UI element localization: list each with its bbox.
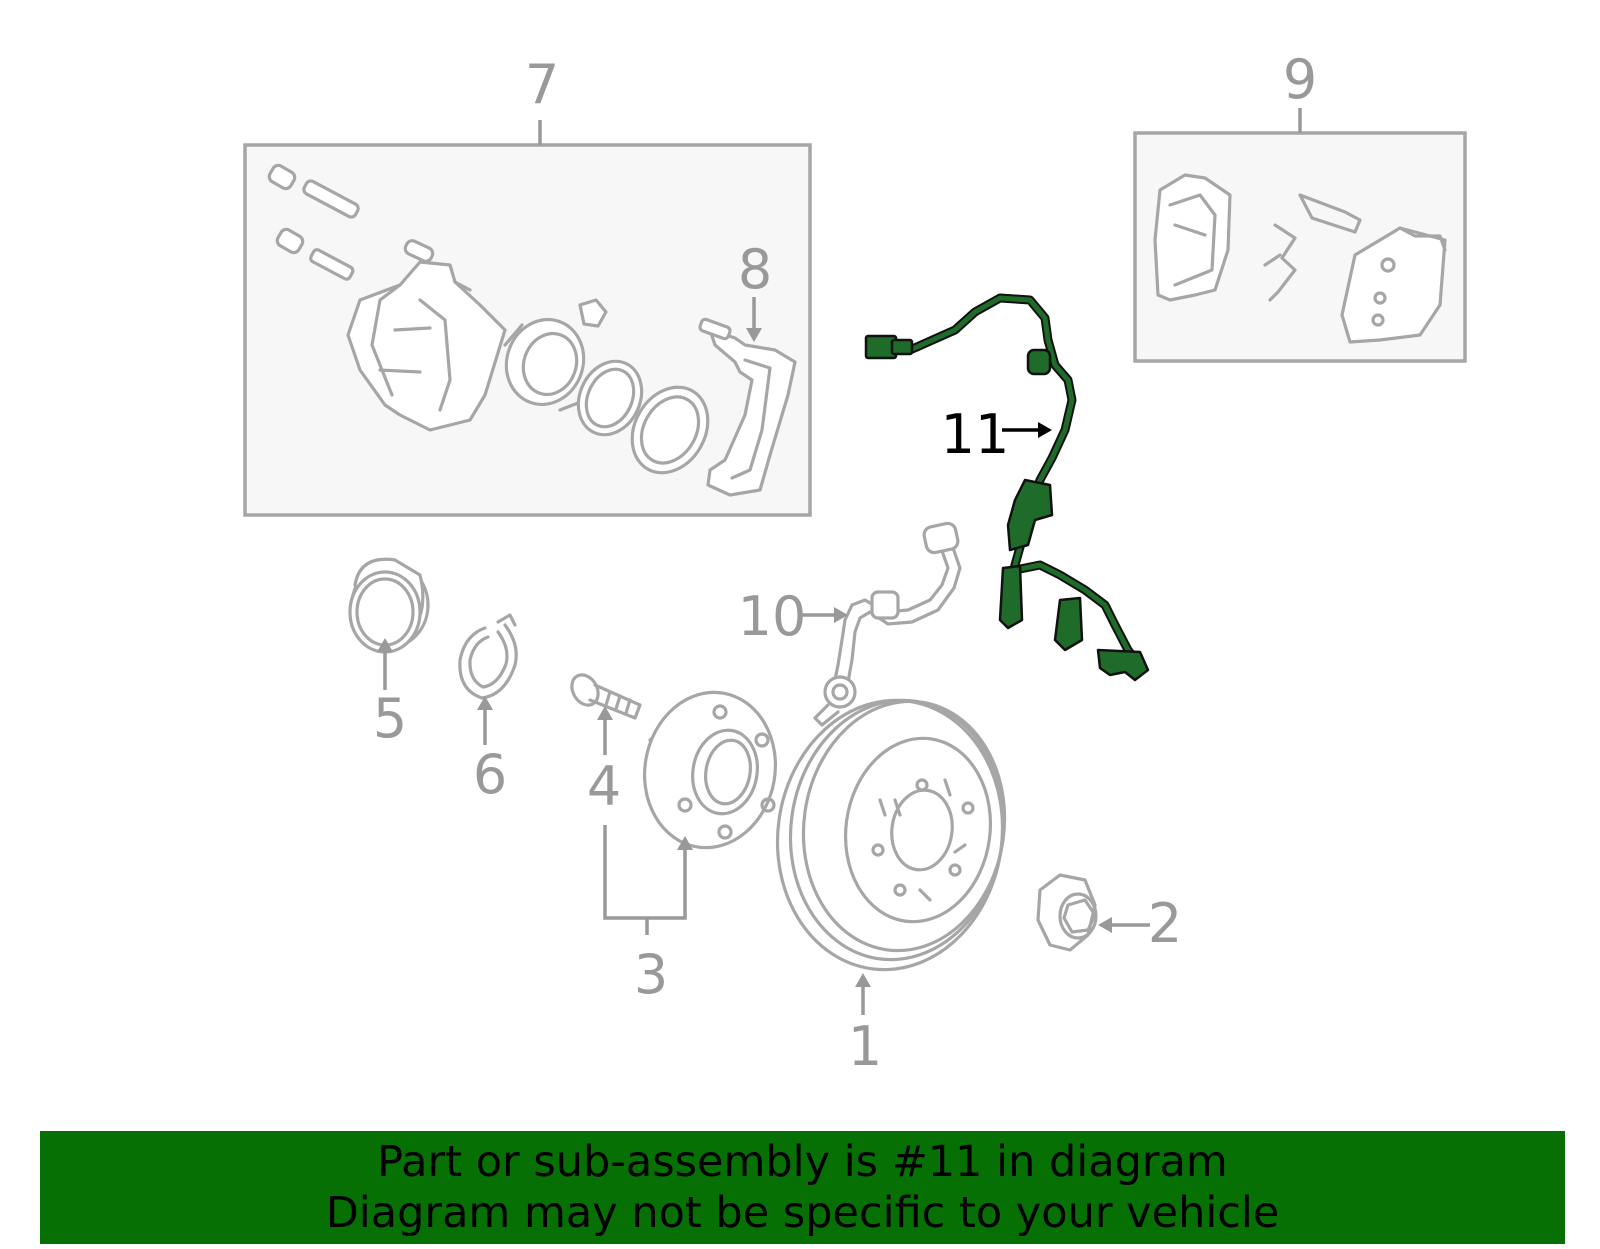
wheel-hub-part (642, 690, 778, 850)
axle-nut-part (1036, 873, 1098, 952)
callout-11: 11 (941, 403, 1010, 466)
abs-sensor-harness-highlight[interactable] (864, 293, 1150, 682)
banner-line-disclaimer: Diagram may not be specific to your vehi… (325, 1188, 1280, 1238)
caliper-body-part (346, 239, 507, 432)
callout-10: 10 (738, 585, 807, 648)
callout-3: 3 (634, 943, 668, 1006)
snap-ring-part (458, 613, 518, 700)
callout-8: 8 (738, 238, 772, 301)
wheel-stud-part (570, 673, 642, 720)
info-banner: Part or sub-assembly is #11 in diagram D… (40, 1131, 1565, 1244)
brake-pad-group[interactable] (1133, 108, 1467, 363)
caliper-bracket-part (698, 317, 797, 497)
banner-line-part-number: Part or sub-assembly is #11 in diagram (377, 1137, 1228, 1187)
callout-4: 4 (587, 755, 621, 818)
guide-pin-part (267, 163, 360, 281)
callout-5: 5 (373, 687, 407, 750)
callout-7: 7 (525, 53, 559, 116)
brake-pad-part (1153, 173, 1447, 344)
callout-2: 2 (1148, 892, 1182, 955)
brake-rotor-part (775, 698, 1007, 972)
leader-lines (377, 297, 1150, 1015)
caliper-assembly-group[interactable] (243, 120, 812, 517)
callout-9: 9 (1283, 48, 1317, 111)
callout-6: 6 (473, 743, 507, 806)
brake-hose-part (813, 521, 962, 727)
piston-seal-part (503, 298, 710, 475)
wheel-bearing-part (348, 557, 430, 654)
callout-1: 1 (848, 1015, 882, 1078)
